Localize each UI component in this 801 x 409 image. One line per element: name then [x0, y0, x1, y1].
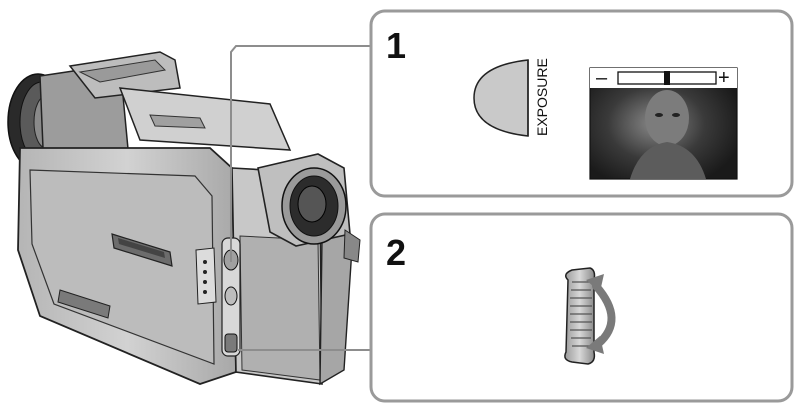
viewfinder-screen: – + [589, 67, 738, 180]
exposure-minus-sign: – [596, 67, 608, 89]
camcorder-illustration [7, 51, 361, 386]
step-2-number: 2 [386, 232, 406, 273]
rotate-arrow-icon [586, 274, 616, 354]
step-1-number: 1 [386, 25, 406, 66]
leader-to-step-1 [230, 45, 373, 262]
exposure-plus-sign: + [718, 67, 730, 89]
exposure-dial-icon [564, 267, 596, 365]
step-2-panel: 2 [369, 212, 794, 403]
callout-leaders [230, 45, 373, 351]
step-1-panel: 1 EXPOSURE – + [369, 9, 794, 198]
exposure-button-label: EXPOSURE [534, 58, 550, 136]
exposure-button-icon [473, 59, 529, 137]
exposure-meter-marker [664, 71, 670, 85]
